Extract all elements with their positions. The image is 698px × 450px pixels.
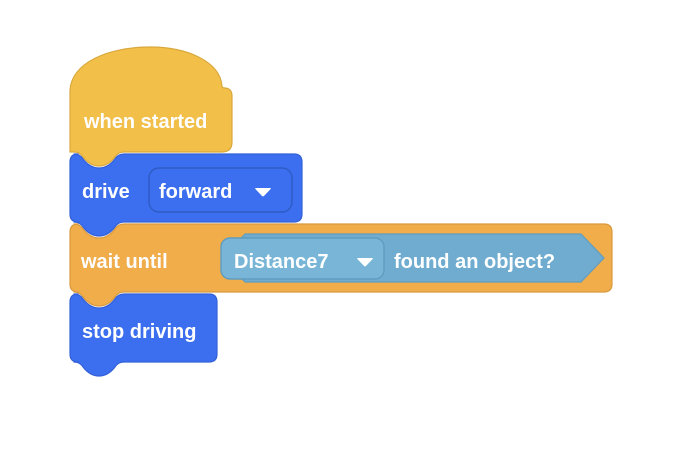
block-label-stop-driving: stop driving <box>82 321 197 343</box>
reporter-label-found-an-object: found an object? <box>394 251 556 273</box>
block-label-wait-until: wait until <box>81 251 168 273</box>
block-label-when-started: when started <box>84 111 208 133</box>
dropdown-value-direction[interactable]: forward <box>159 181 233 203</box>
chevron-down-icon[interactable] <box>355 256 375 275</box>
dropdown-value-sensor[interactable]: Distance7 <box>234 251 329 273</box>
chevron-down-icon[interactable] <box>253 186 273 205</box>
block-label-drive: drive <box>82 181 130 203</box>
